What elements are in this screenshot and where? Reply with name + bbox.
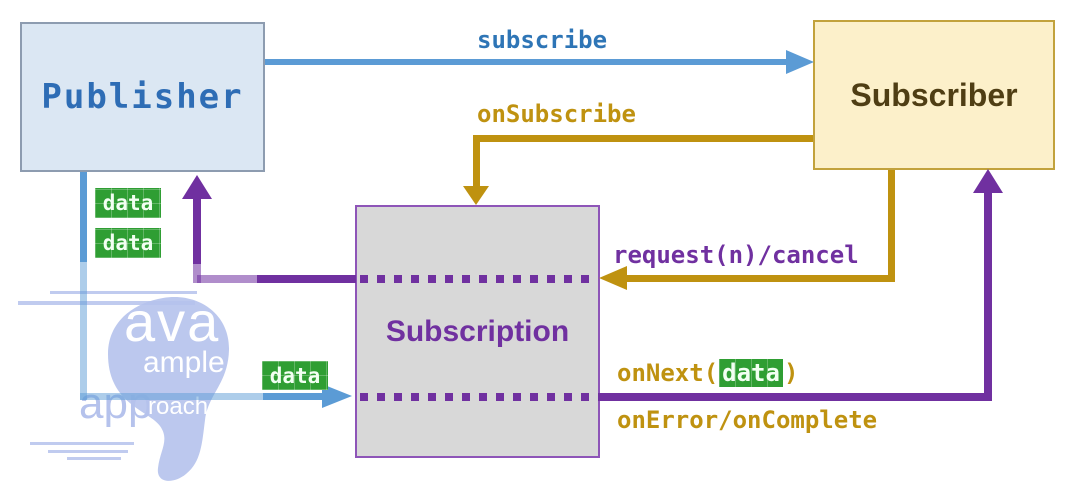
subscription-dotted-channel (360, 393, 598, 401)
onnext-suffix: ) (783, 359, 799, 387)
request-cancel-label: request(n)/cancel (613, 241, 859, 269)
subscription-label: Subscription (385, 314, 570, 348)
subscription-to-publisher-line (193, 264, 201, 283)
onsubscribe-label: onSubscribe (477, 100, 636, 128)
request-cancel-arrow-line (888, 170, 895, 282)
subscription-to-subscriber-line (598, 393, 992, 401)
watermark-speed-line (30, 442, 134, 445)
onsubscribe-arrow-line (473, 135, 813, 142)
subscription-to-publisher-line (193, 198, 201, 264)
arrowhead-left-icon (599, 266, 627, 290)
onnext-prefix: onNext( (617, 359, 719, 387)
watermark-speed-line (50, 291, 197, 294)
onsubscribe-arrow-line (473, 135, 480, 188)
publisher-data-line (80, 393, 264, 400)
subscription-dotted-channel (360, 275, 598, 283)
subscription-to-publisher-line (197, 275, 258, 283)
publisher-node: Publisher (20, 22, 265, 172)
subscriber-node: Subscriber (813, 20, 1055, 170)
subscription-to-subscriber-line (984, 192, 992, 397)
data-badge: data (262, 361, 328, 390)
watermark-word: app (79, 379, 153, 428)
watermark-logo-blob-icon (108, 297, 230, 481)
arrowhead-right-icon (786, 50, 814, 74)
data-badge: data (719, 359, 783, 387)
publisher-data-line (80, 262, 87, 400)
arrowhead-up-icon (182, 175, 212, 199)
watermark-word: ample (143, 346, 225, 379)
subscribe-label: subscribe (477, 26, 608, 54)
onerror-oncomplete-label: onError/onComplete (617, 406, 878, 434)
onnext-label: onNext(data) (617, 359, 798, 387)
watermark-speed-line (48, 450, 128, 453)
watermark-speed-line (67, 457, 121, 460)
data-badge: data (95, 228, 161, 258)
data-badge: data (95, 188, 161, 218)
subscription-to-publisher-line (257, 275, 356, 283)
publisher-data-line (263, 393, 323, 400)
publisher-label: Publisher (41, 77, 244, 117)
request-cancel-arrow-line (626, 275, 895, 282)
watermark-word: ava (124, 290, 221, 353)
arrowhead-up-icon (973, 169, 1003, 193)
watermark-speed-line (18, 301, 195, 305)
publisher-data-line (80, 172, 87, 262)
subscriber-label: Subscriber (850, 76, 1018, 113)
subscribe-arrow-line (265, 59, 787, 65)
arrowhead-down-icon (463, 186, 489, 205)
subscription-node: Subscription (355, 205, 600, 458)
